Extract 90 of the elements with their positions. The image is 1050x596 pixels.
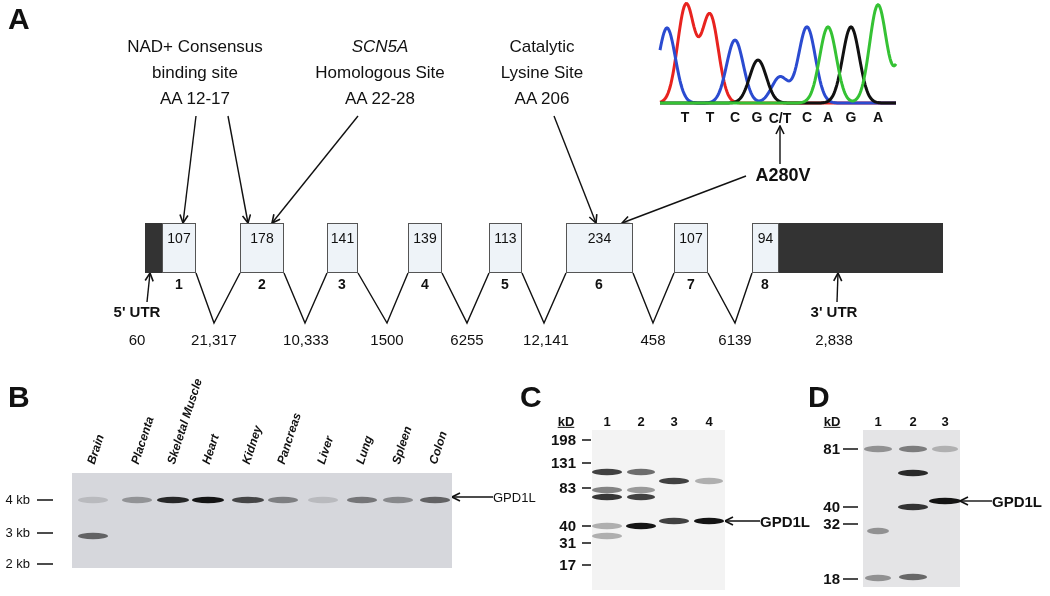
unit-label: kD	[823, 414, 841, 430]
exon-box: 107	[162, 223, 196, 273]
exon-number: 7	[687, 276, 695, 292]
utr-bar	[779, 223, 943, 273]
base-call: C/T	[768, 110, 792, 126]
exon-number: 3	[338, 276, 346, 292]
arrow	[553, 115, 598, 224]
arrow	[832, 272, 843, 303]
panel-letter: B	[8, 380, 30, 413]
panel-letter: D	[808, 380, 830, 413]
arrow	[775, 125, 785, 165]
utr-length: 60	[128, 330, 146, 348]
arrow	[959, 496, 993, 506]
exon-box: 141	[327, 223, 358, 273]
lane-label: Colon	[427, 429, 451, 467]
lane-label: Brain	[85, 432, 108, 467]
position-label: AA 22-28	[344, 88, 416, 110]
position-label: AA 206	[513, 88, 571, 110]
lane-label: Spleen	[390, 424, 415, 467]
weight-marker-label: 198	[550, 431, 576, 449]
weight-marker-label: 32	[823, 515, 840, 533]
band-label: GPD1L	[493, 489, 543, 506]
lane-number: 3	[941, 414, 949, 430]
weight-marker-label: 40	[559, 517, 576, 535]
utr-bar	[145, 223, 162, 273]
intron-line	[441, 272, 490, 325]
exon-box: 234	[566, 223, 633, 273]
utr-label: 5' UTR	[105, 302, 169, 321]
lane-label: Liver	[315, 434, 337, 467]
lane-number: 1	[603, 414, 611, 430]
weight-marker-label: 18	[823, 570, 840, 588]
utr-label: 3' UTR	[802, 302, 866, 321]
size-marker-label: 4 kb	[5, 492, 30, 508]
arrow	[621, 175, 747, 225]
exon-number: 4	[421, 276, 429, 292]
band-label: GPD1L	[760, 512, 818, 531]
panel-letter: A	[8, 2, 30, 35]
lane-number: 2	[909, 414, 917, 430]
intron-line	[357, 272, 409, 325]
exon-number: 5	[501, 276, 509, 292]
panel-letter: C	[520, 380, 542, 413]
base-letter: T	[705, 110, 715, 126]
intron-line	[632, 272, 675, 325]
exon-number: 8	[761, 276, 769, 292]
lane-number: 4	[705, 414, 713, 430]
base-letter: G	[751, 110, 763, 126]
weight-marker-label: 40	[823, 498, 840, 516]
arrow	[179, 115, 197, 224]
size-marker-label: 3 kb	[5, 525, 30, 541]
base-letter: C	[729, 110, 741, 126]
exon-box: 113	[489, 223, 522, 273]
base-letter: C	[801, 110, 813, 126]
position-label: AA 12-17	[159, 88, 231, 110]
site-label: Catalytic Lysine Site	[499, 36, 585, 84]
base-letter: G	[845, 110, 857, 126]
utr-length: 2,838	[815, 330, 853, 348]
exon-number: 1	[175, 276, 183, 292]
exon-box: 107	[674, 223, 708, 273]
base-letter: A	[822, 110, 834, 126]
exon-number: 6	[595, 276, 603, 292]
unit-label: kD	[557, 414, 575, 430]
arrow	[271, 115, 359, 224]
exon-number: 2	[258, 276, 266, 292]
arrow	[724, 516, 761, 526]
intron-line	[521, 272, 567, 325]
lane-number: 1	[874, 414, 882, 430]
weight-marker-label: 131	[550, 454, 576, 472]
lane-label: Heart	[200, 432, 223, 467]
arrow	[451, 492, 494, 502]
weight-marker-label: 81	[823, 440, 840, 458]
base-letter: T	[680, 110, 690, 126]
arrow	[144, 272, 154, 303]
band-label: GPD1L	[992, 492, 1050, 511]
lane-number: 2	[637, 414, 645, 430]
base-letter: A	[872, 110, 884, 126]
intron-line	[195, 272, 241, 325]
weight-marker-label: 31	[559, 534, 576, 552]
exon-box: 139	[408, 223, 442, 273]
weight-marker-label: 83	[559, 479, 576, 497]
mutation-label: A280V	[746, 164, 820, 186]
site-label: SCN5A Homologous Site	[314, 36, 446, 84]
exon-box: 94	[752, 223, 779, 273]
weight-marker-label: 17	[559, 556, 576, 574]
intron-line	[707, 272, 753, 325]
arrow	[227, 115, 252, 224]
lane-number: 3	[670, 414, 678, 430]
exon-box: 178	[240, 223, 284, 273]
size-marker-label: 2 kb	[5, 556, 30, 572]
intron-line	[283, 272, 328, 325]
site-label: NAD+ Consensus binding site	[126, 36, 264, 84]
